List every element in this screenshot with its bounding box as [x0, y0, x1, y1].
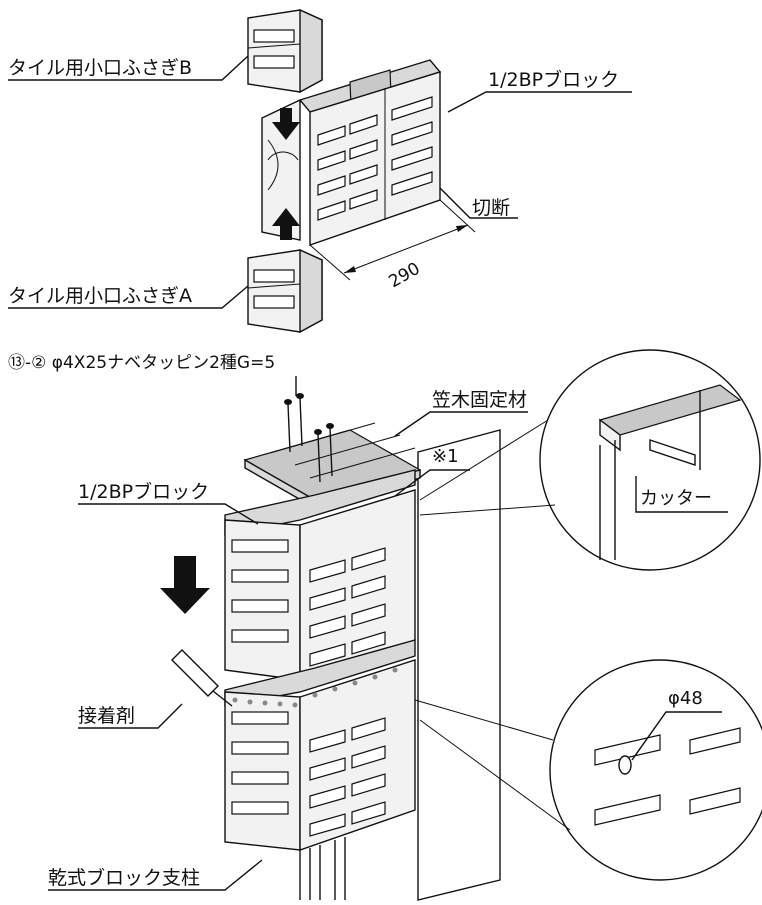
- label-half-block-mid: 1/2BPブロック: [78, 480, 259, 525]
- column-rods: [299, 837, 346, 900]
- svg-text:φ48: φ48: [668, 688, 703, 709]
- adhesive-applicator: [171, 649, 233, 707]
- half-bp-block-lower: [224, 639, 416, 900]
- svg-text:乾式ブロック支柱: 乾式ブロック支柱: [48, 866, 200, 889]
- svg-text:タイル用小口ふさぎA: タイル用小口ふさぎA: [8, 285, 192, 307]
- screws: [284, 393, 334, 483]
- half-bp-block-top: [261, 59, 442, 246]
- label-cap-a: タイル用小口ふさぎA: [8, 285, 249, 309]
- block-slots-top: [317, 96, 433, 221]
- svg-text:タイル用小口ふさぎB: タイル用小口ふさぎB: [8, 57, 192, 79]
- svg-text:笠木固定材: 笠木固定材: [432, 389, 527, 411]
- svg-text:切断: 切断: [472, 197, 510, 219]
- dimension-label: 290: [386, 259, 424, 293]
- svg-text:1/2BPブロック: 1/2BPブロック: [78, 480, 209, 503]
- insert-arrow-up: [272, 208, 300, 240]
- dry-block-column: [417, 429, 501, 901]
- block-slots-lower: [231, 711, 386, 837]
- svg-text:1/2BPブロック: 1/2BPブロック: [488, 68, 619, 91]
- svg-text:※1: ※1: [432, 446, 459, 467]
- label-cap-b: タイル用小口ふさぎB: [8, 55, 249, 81]
- svg-text:接着剤: 接着剤: [78, 705, 135, 727]
- label-note-mark: ※1: [394, 446, 470, 497]
- label-adhesive: 接着剤: [78, 703, 183, 729]
- svg-text:カッター: カッター: [640, 488, 712, 509]
- label-column: 乾式ブロック支柱: [48, 859, 263, 891]
- adhesive-dots: [232, 667, 398, 708]
- detail-circle-hole: [414, 659, 762, 881]
- block-slots-upper: [231, 539, 386, 667]
- half-bp-block-upper: [224, 469, 416, 681]
- tile-end-cap-b: [247, 8, 323, 94]
- install-arrow-down: [160, 556, 210, 614]
- insert-arrow-down: [272, 108, 300, 140]
- label-coping-fixer: 笠木固定材: [394, 389, 528, 437]
- label-cutter: カッター: [635, 476, 728, 513]
- label-hole-diameter: φ48: [631, 688, 722, 761]
- tile-end-cap-a: [247, 248, 323, 334]
- screw-spec-label: ⑬-② φ4X25ナベタッピン2種G=5: [8, 353, 275, 373]
- label-half-block-top: 1/2BPブロック: [447, 68, 632, 113]
- label-cut: 切断: [439, 187, 518, 219]
- detail-circle-cutter: [419, 349, 761, 571]
